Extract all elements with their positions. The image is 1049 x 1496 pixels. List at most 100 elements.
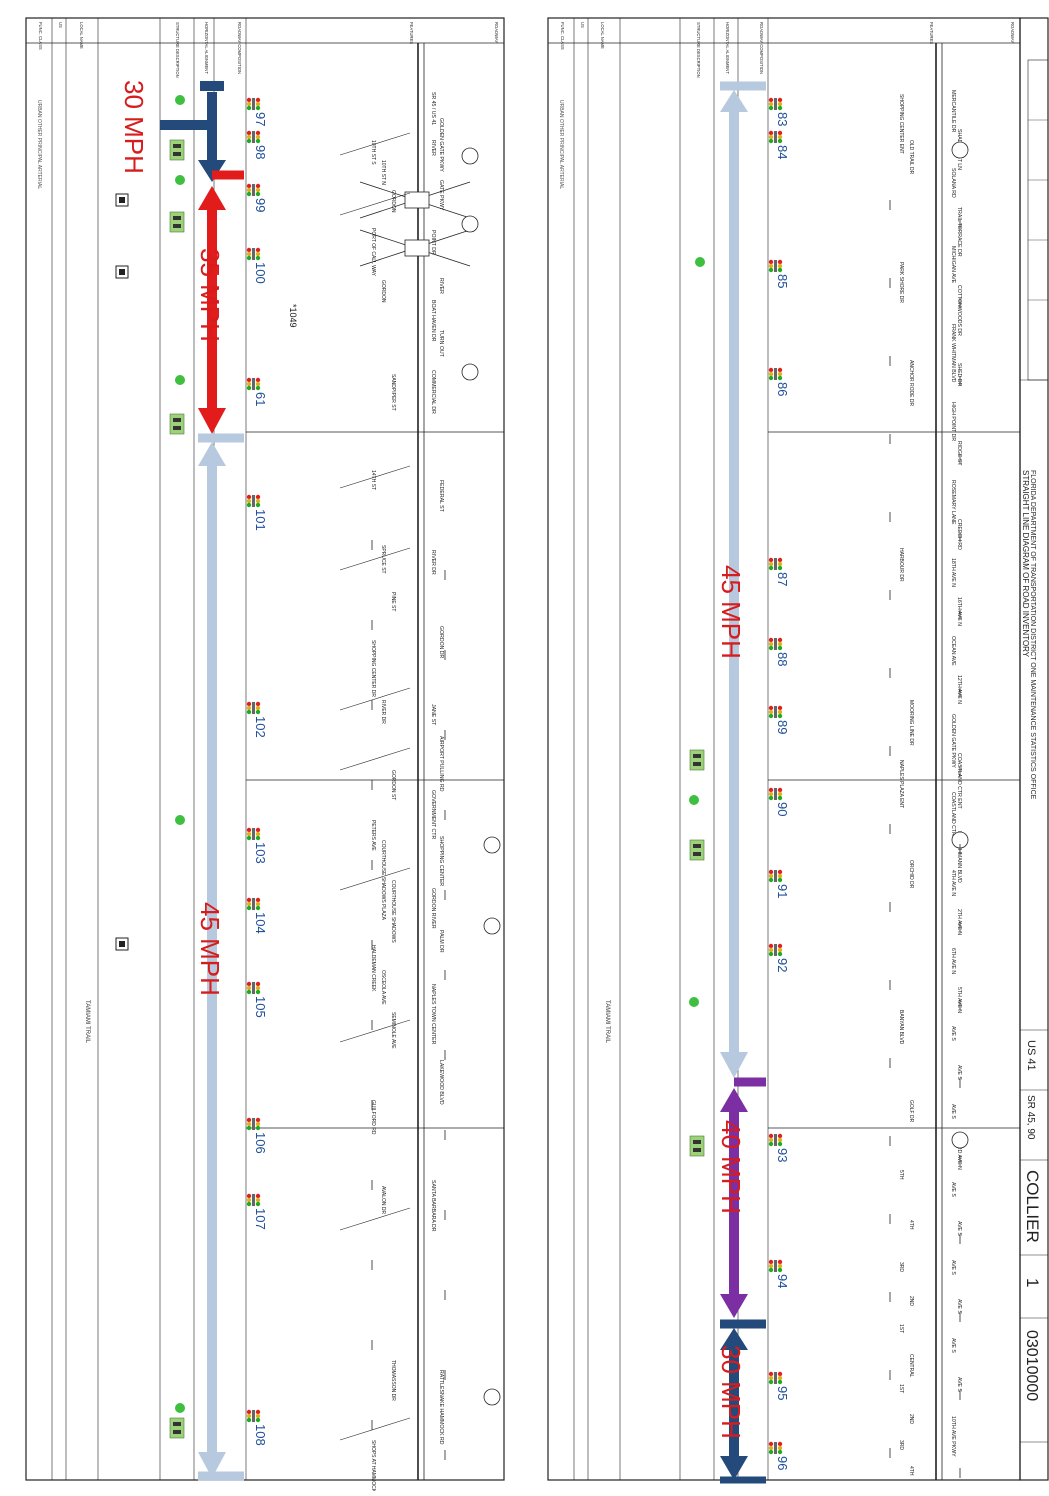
side-street-line bbox=[339, 192, 411, 216]
signal-icon bbox=[246, 494, 261, 508]
row-label: LOCAL NAME bbox=[600, 22, 605, 49]
route-shield-icon bbox=[951, 141, 969, 159]
green-signal-dot bbox=[689, 997, 699, 1007]
speed-label-45-left: 45 MPH bbox=[195, 902, 225, 996]
signal-icon bbox=[768, 705, 783, 719]
speed-45-arrowhead-top-right bbox=[720, 90, 748, 112]
roadway-label: COASTLAND CTR bbox=[950, 792, 956, 836]
milepost-label: 87 bbox=[775, 572, 790, 586]
local-name-text: TAMIAMI TRAIL bbox=[84, 1000, 90, 1044]
roadway-label: AVE S bbox=[950, 1026, 956, 1041]
right-decorations bbox=[689, 141, 969, 1478]
feature-label: PARK SHORE DR bbox=[898, 262, 904, 303]
side-street-line bbox=[339, 1019, 411, 1043]
signal-icon bbox=[768, 130, 783, 144]
roadway-label: LAKEWOOD BLVD bbox=[438, 1060, 444, 1105]
sign-icon bbox=[169, 211, 185, 233]
green-signal-dot bbox=[689, 795, 699, 805]
speed-label-40-right: 40 MPH bbox=[716, 1120, 746, 1214]
roadway-label: GATE PKWY bbox=[438, 180, 444, 211]
feature-label: OSCEOLA AVE bbox=[380, 970, 386, 1005]
signal-icon bbox=[246, 981, 261, 995]
speed-45-arrowhead-top bbox=[198, 442, 226, 466]
roadway-label: NAPLES TOWN CENTER bbox=[430, 984, 436, 1045]
milepost-label: 96 bbox=[775, 1456, 790, 1470]
speed-label-45-right: 45 MPH bbox=[716, 565, 746, 659]
feature-label: 14TH ST bbox=[370, 470, 376, 490]
route-shield-icon bbox=[951, 1131, 969, 1149]
structure-icon bbox=[115, 193, 129, 207]
milepost-label: 94 bbox=[775, 1274, 790, 1288]
signal-icon bbox=[246, 377, 261, 391]
speed-40-arrowhead-top bbox=[720, 1088, 748, 1112]
revision-table-frame bbox=[1027, 59, 1049, 381]
feature-label: CENTRAL bbox=[908, 1354, 914, 1378]
roadway-label: SHED DR bbox=[956, 363, 962, 387]
signal-icon bbox=[768, 1441, 783, 1455]
green-signal-dot bbox=[175, 175, 185, 185]
feature-label: 2ND bbox=[908, 1296, 914, 1306]
side-street-line bbox=[339, 747, 411, 771]
left-strip-frame bbox=[25, 17, 505, 1481]
signal-icon bbox=[246, 701, 261, 715]
feature-label: SHOPS AT HAMMOCK COVE bbox=[370, 1440, 376, 1491]
feature-label: COURTHOUSE SHADOWS PLAZA bbox=[380, 840, 386, 921]
signal-icon bbox=[768, 557, 783, 571]
title-block: STRAIGHT LINE DIAGRAM OF ROAD INVENTORY … bbox=[1019, 17, 1049, 1481]
sign-icon bbox=[169, 1417, 185, 1439]
row-label: FEATURES bbox=[409, 22, 414, 44]
milepost-label: 90 bbox=[775, 802, 790, 816]
row-label: STRUCTURE DESCRIPTION bbox=[175, 22, 180, 78]
roadway-label: SHOPPING CENTER bbox=[438, 836, 444, 886]
green-signal-dot bbox=[175, 1403, 185, 1413]
row-label: ROADWAY bbox=[494, 22, 499, 43]
speed-label-30-right: 30 MPH bbox=[716, 1345, 746, 1439]
route-us-text: US 41 bbox=[1025, 1040, 1037, 1071]
row-label: FUNC. CLASS bbox=[560, 22, 565, 50]
roadway-label: FEDERAL ST bbox=[438, 480, 444, 513]
roadway-label: AVE S bbox=[950, 1104, 956, 1119]
sign-icon bbox=[169, 413, 185, 435]
row-label: ROADWAY COMPOSITION bbox=[759, 22, 764, 74]
roadway-label: COTTONWOODS DR bbox=[956, 285, 962, 336]
feature-label: ORCHID DR bbox=[908, 860, 914, 889]
feature-label: BANYAN BLVD bbox=[898, 1010, 904, 1045]
side-street-line bbox=[339, 132, 411, 156]
signal-icon bbox=[246, 130, 261, 144]
feature-label: GOLF DR bbox=[908, 1100, 914, 1123]
milepost-label: 104 bbox=[253, 912, 268, 934]
roadway-label: ROSEMARY LANE bbox=[950, 480, 956, 525]
route-shield-icon bbox=[461, 215, 479, 233]
signal-icon bbox=[768, 97, 783, 111]
milepost-label: 93 bbox=[775, 1148, 790, 1162]
feature-label: PINE ST bbox=[390, 592, 396, 611]
roadway-label: OCEAN AVE bbox=[950, 636, 956, 666]
right-roadway-labels: MERCANTILE DRSHADY REST LNSOLANA RDTRAIL… bbox=[950, 90, 962, 1457]
feature-label: AVALON DR bbox=[380, 1186, 386, 1215]
feature-label: 10TH ST N bbox=[380, 160, 386, 185]
title-block-frame bbox=[1019, 17, 1049, 1481]
feature-label: SEMINOLE AVE bbox=[390, 1012, 396, 1049]
roadway-label: AVE S bbox=[956, 1377, 962, 1392]
speed-35-arrowhead-top bbox=[198, 186, 226, 210]
roadway-label: GOLDEN GATE PKWY bbox=[438, 118, 444, 172]
roadway-label: HIGH POINT DR bbox=[950, 402, 956, 441]
route-shield-icon bbox=[483, 1388, 501, 1406]
roadway-label: AVE S bbox=[950, 1182, 956, 1197]
row-label: ROADWAY COMPOSITION bbox=[237, 22, 242, 74]
signal-icon bbox=[768, 367, 783, 381]
roadway-label: GOLDEN GATE PKWY bbox=[950, 714, 956, 768]
feature-label: THOMASSON DR bbox=[390, 1360, 396, 1401]
milepost-label: 105 bbox=[253, 996, 268, 1018]
roadway-label: RIDGE ST bbox=[956, 441, 962, 466]
row-label: ROADWAY bbox=[1010, 22, 1015, 43]
roadway-label: TURN OUT bbox=[438, 330, 444, 358]
roadway-label: CREECH RD bbox=[956, 519, 962, 550]
milepost-label: 88 bbox=[775, 652, 790, 666]
feature-label: SHOPPING CENTER DR bbox=[370, 640, 376, 697]
